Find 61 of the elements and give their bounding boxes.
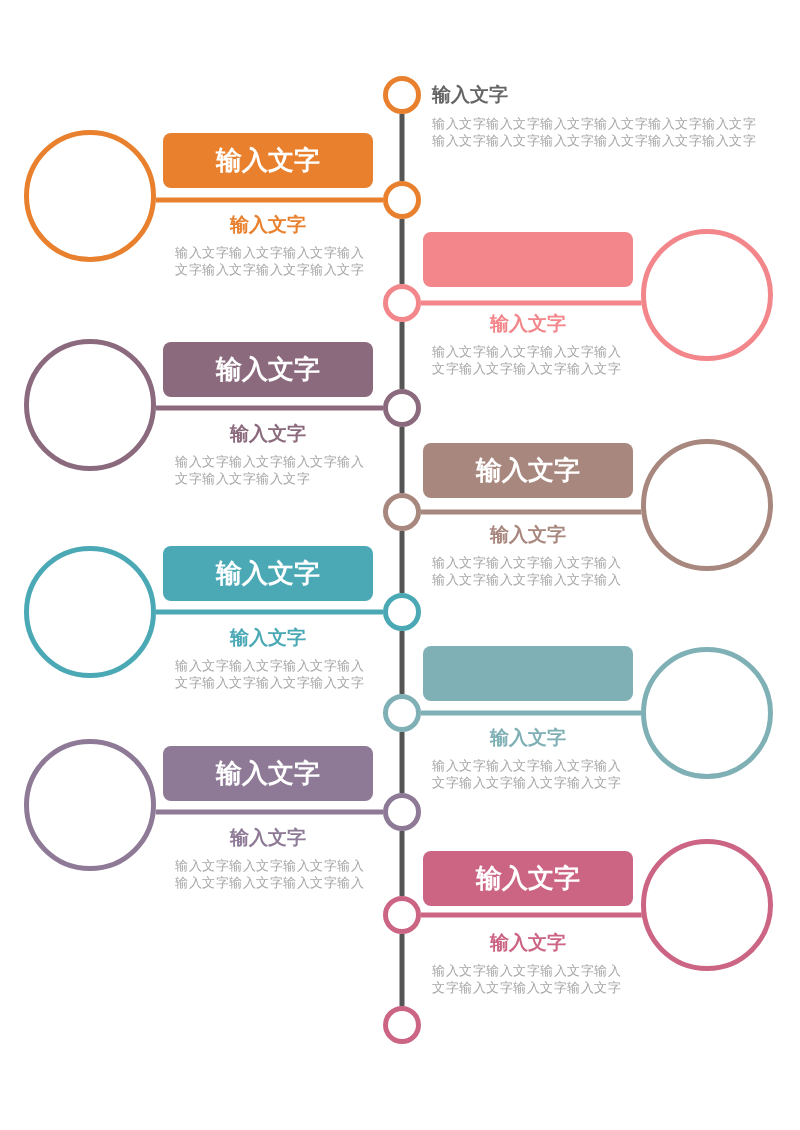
label-box: 输入文字: [163, 546, 373, 601]
ring-circle: [641, 839, 773, 971]
connector-line: [421, 300, 642, 306]
timeline-line: [399, 732, 405, 793]
connector-line: [421, 710, 641, 716]
connector-line: [421, 509, 642, 515]
timeline-line: [399, 831, 405, 896]
label-box: 输入文字: [163, 342, 373, 397]
heading: 输入文字: [488, 725, 567, 750]
connector-line: [421, 912, 642, 918]
ring-circle: [641, 647, 773, 779]
body-text: 输入文字输入文字输入文字输入输入文字输入文字输入文字输入: [432, 554, 622, 588]
heading: 输入文字: [228, 212, 307, 237]
timeline-dot: [383, 181, 421, 219]
ring-circle: [24, 546, 156, 678]
body-text: 输入文字输入文字输入文字输入文字输入文字输入文字输入文字: [432, 757, 622, 791]
timeline-dot: [383, 793, 421, 831]
body-text: 输入文字输入文字输入文字输入文字输入文字输入文字输入文字输入文字输入文字输入文字输入文字输入文字: [432, 115, 757, 149]
body-text: 输入文字输入文字输入文字输入输入文字输入文字输入文字输入: [175, 857, 365, 891]
ring-circle: [24, 339, 156, 471]
timeline-line: [399, 531, 405, 593]
timeline-dot: [383, 896, 421, 934]
connector-line: [155, 405, 383, 411]
timeline-line: [399, 114, 405, 181]
heading: 输入文字: [488, 930, 567, 955]
body-text: 输入文字输入文字输入文字输入文字输入文字输入文字输入文字: [432, 962, 622, 996]
timeline-dot: [383, 593, 421, 631]
timeline-line: [399, 219, 405, 284]
heading: 输入文字: [228, 421, 307, 446]
timeline-line: [399, 427, 405, 493]
label-box: 输入文字: [163, 746, 373, 801]
timeline-line: [399, 934, 405, 1006]
ring-circle: [641, 439, 773, 571]
timeline-line: [399, 631, 405, 694]
ring-circle: [24, 739, 156, 871]
body-text: 输入文字输入文字输入文字输入文字输入文字输入文字: [175, 453, 365, 487]
timeline-line: [399, 322, 405, 389]
heading: 输入文字: [228, 625, 307, 650]
heading: 输入文字: [432, 82, 508, 107]
timeline-dot: [383, 389, 421, 427]
heading: 输入文字: [228, 825, 307, 850]
label-box: [423, 646, 633, 701]
connector-line: [156, 609, 383, 615]
timeline-dot: [383, 284, 421, 322]
heading: 输入文字: [488, 522, 567, 547]
timeline-dot: [383, 694, 421, 732]
label-box: [423, 232, 633, 287]
body-text: 输入文字输入文字输入文字输入文字输入文字输入文字输入文字: [175, 657, 365, 691]
timeline-dot: [383, 1006, 421, 1044]
timeline-dot: [383, 493, 421, 531]
heading: 输入文字: [488, 311, 567, 336]
label-box: 输入文字: [163, 133, 373, 188]
body-text: 输入文字输入文字输入文字输入文字输入文字输入文字输入文字: [175, 244, 365, 278]
timeline-dot: [383, 76, 421, 114]
label-box: 输入文字: [423, 443, 633, 498]
ring-circle: [641, 229, 773, 361]
connector-line: [155, 809, 383, 815]
connector-line: [155, 197, 383, 203]
ring-circle: [24, 130, 156, 262]
label-box: 输入文字: [423, 851, 633, 906]
body-text: 输入文字输入文字输入文字输入文字输入文字输入文字输入文字: [432, 343, 622, 377]
